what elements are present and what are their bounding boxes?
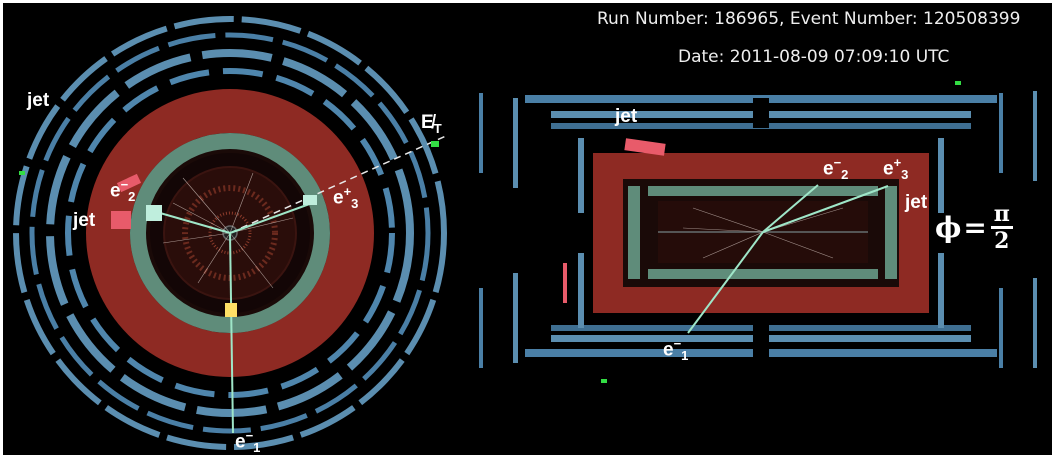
- e2-label-right: e−2: [823, 155, 849, 183]
- endcap-muon-l4: [513, 273, 518, 363]
- event-display: Run Number: 186965, Event Number: 120508…: [3, 3, 1052, 455]
- detector-view: [13, 16, 1037, 450]
- e3-track: [229, 201, 316, 234]
- muon-ring-3: [46, 49, 414, 417]
- jet-label-right: jet: [905, 192, 928, 213]
- gap-top: [753, 98, 769, 128]
- endcap-inner-l2: [578, 253, 584, 328]
- em-left: [628, 186, 640, 279]
- soft-tracks: [162, 172, 294, 289]
- side-green-hit-top: [955, 81, 961, 85]
- muon-ring-outer: [13, 16, 447, 450]
- side-e2-track: [762, 184, 819, 233]
- fraction-bar: [990, 226, 1013, 229]
- side-jet-deposit-left: [563, 263, 567, 303]
- jet-label-right-top: jet: [615, 106, 638, 127]
- em-bottom: [648, 269, 878, 279]
- two-denominator: 2: [994, 228, 1010, 254]
- met-line: [229, 134, 449, 234]
- gap-bottom: [753, 325, 769, 357]
- e2-track: [152, 210, 231, 234]
- endcap-inner-r2: [938, 253, 944, 328]
- e3-label-right: e+3: [883, 155, 909, 183]
- pi-over-two: π 2: [990, 201, 1013, 254]
- e1-deposit: [225, 303, 237, 317]
- met-label: E̸T: [421, 112, 442, 136]
- jet-label-left-top: jet: [27, 90, 50, 111]
- side-soft-tracks: [682, 207, 844, 259]
- side-jet-deposit: [624, 138, 666, 156]
- e1-track: [229, 232, 234, 434]
- phi-annotation: ϕ = π 2: [935, 203, 1013, 252]
- endcap-inner-r1: [938, 138, 944, 213]
- muon-ring-2: [29, 32, 431, 434]
- endcap-muon-r1: [999, 93, 1003, 173]
- e2-label-left: e−2: [110, 177, 136, 205]
- phi-symbol: ϕ: [935, 211, 962, 244]
- event-date: Date: 2011-08-09 07:09:10 UTC: [678, 47, 950, 67]
- jet-deposit-upper: [116, 173, 142, 193]
- jet-label-left: jet: [73, 210, 96, 231]
- muon-ring-inner: [65, 68, 395, 398]
- e2-deposit: [146, 205, 162, 221]
- e3-label-left: e+3: [333, 184, 359, 212]
- side-e1-track: [687, 231, 764, 334]
- endcap-inner-l1: [578, 138, 584, 213]
- side-e3-track: [762, 185, 889, 233]
- endcap-muon-l1: [479, 93, 483, 173]
- pixel-layer: [208, 211, 252, 255]
- side-green-hit: [601, 379, 607, 383]
- run-event-number: Run Number: 186965, Event Number: 120508…: [597, 9, 1021, 29]
- em-calorimeter: [130, 133, 330, 333]
- jet-deposit-left: [111, 211, 131, 229]
- e3-deposit: [303, 195, 317, 205]
- e1-label-right: e−1: [663, 336, 689, 364]
- equals-sign: =: [963, 211, 987, 244]
- em-top: [648, 186, 878, 196]
- em-right: [885, 186, 897, 279]
- green-hit-right: [431, 141, 439, 147]
- pi-numerator: π: [993, 201, 1010, 227]
- e1-label-left: e−1: [235, 428, 261, 455]
- endcap-muon-r4: [1033, 278, 1037, 368]
- endcap-muon-l2: [513, 98, 518, 188]
- endcap-muon-r3: [999, 288, 1003, 368]
- side-view: [479, 81, 1037, 383]
- green-hit-left: [19, 171, 25, 175]
- endcap-muon-l3: [479, 288, 483, 368]
- end-view: [13, 16, 449, 450]
- endcap-muon-r2: [1033, 91, 1037, 181]
